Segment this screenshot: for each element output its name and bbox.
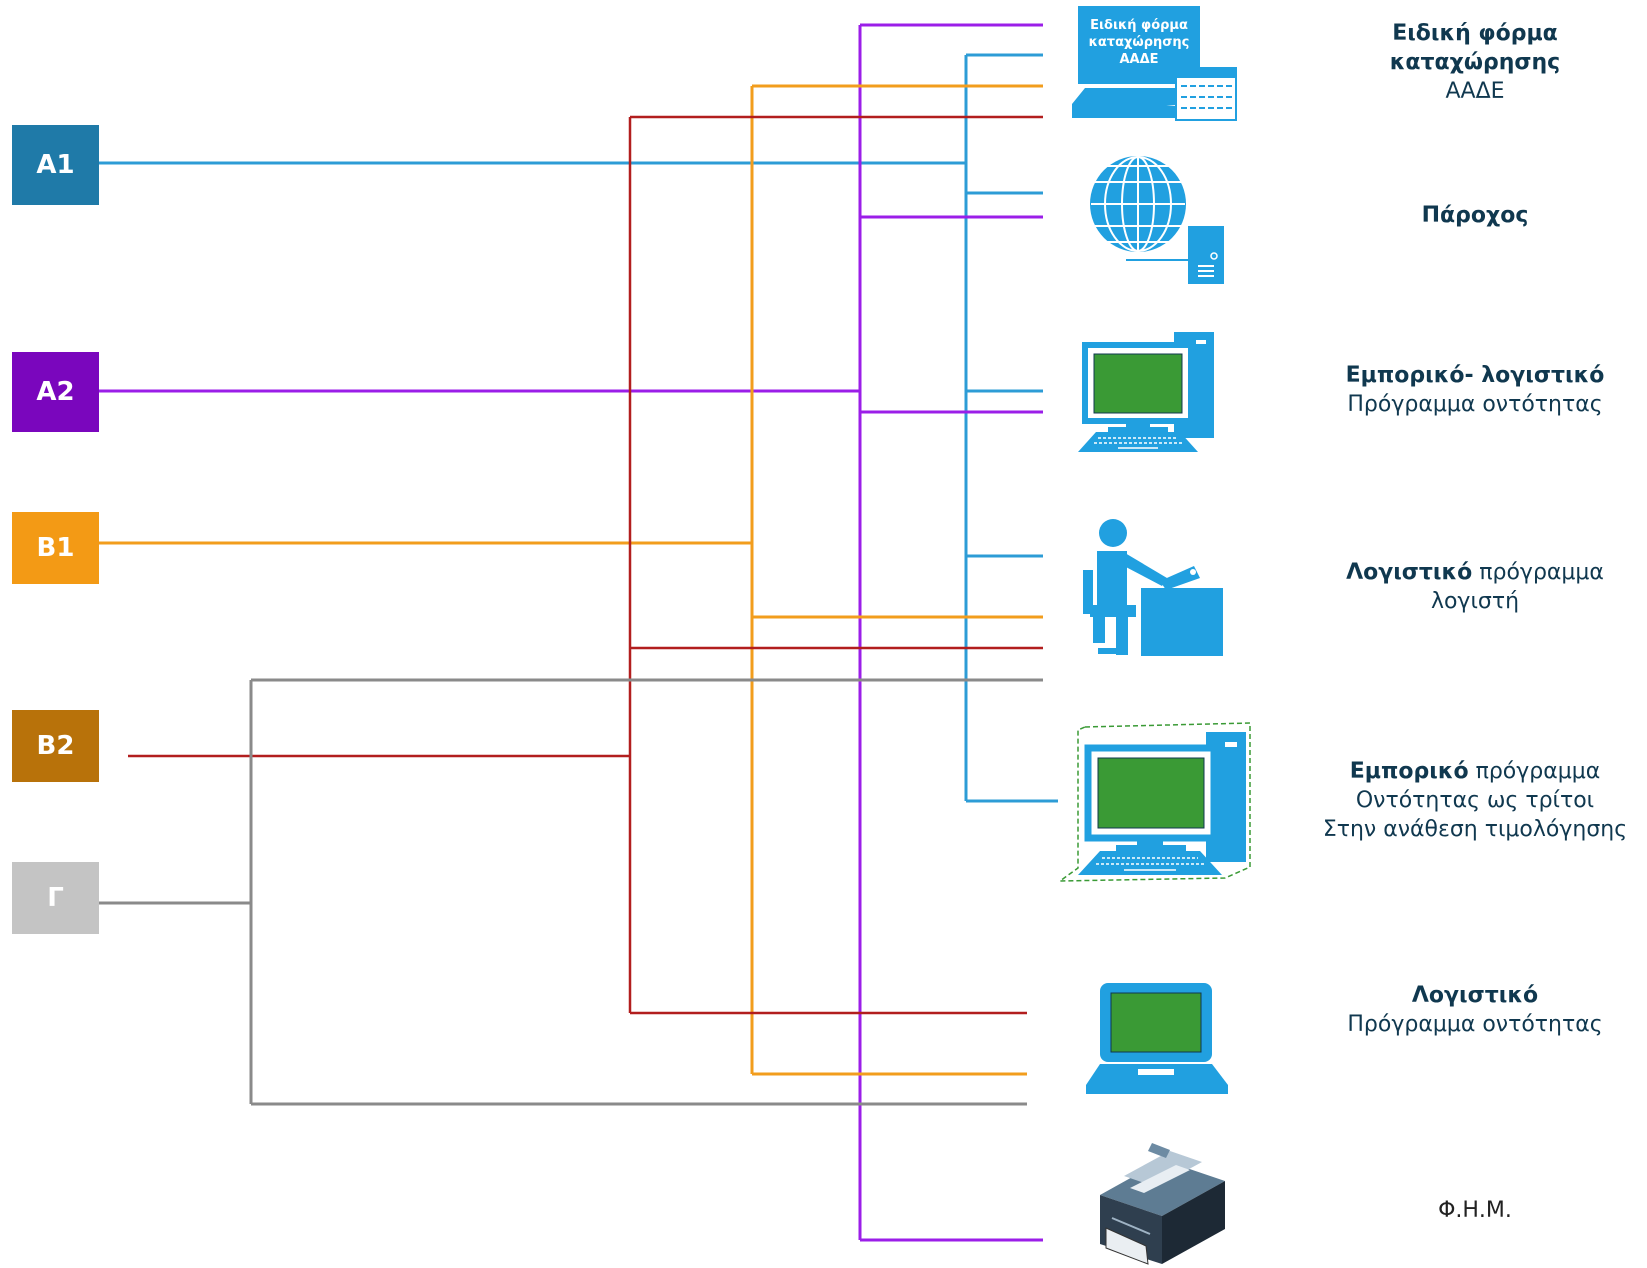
category-b2: B2: [12, 710, 99, 782]
desc-provider: Πάροχος: [1305, 201, 1645, 230]
desc-special-form-bold2: καταχώρησης: [1389, 50, 1561, 75]
desc-accounting-entity-normal: Πρόγραμμα οντότητας: [1347, 1012, 1603, 1037]
category-g: Γ: [12, 862, 99, 934]
form-icon-line2: καταχώρησης: [1089, 35, 1190, 50]
desc-commercial-third-party-normal2: Οντότητας ως τρίτοι: [1355, 788, 1595, 813]
desc-accountant-program-normal1: πρόγραμμα: [1472, 560, 1604, 585]
a1-connector-lines: [99, 53, 1058, 803]
form-icon-line1: Ειδική φόρμα: [1090, 18, 1188, 33]
desc-accountant-program-bold: Λογιστικό: [1346, 560, 1473, 585]
desc-commercial-accounting-bold: Εμπορικό- λογιστικό: [1345, 363, 1605, 388]
laptop-icon: [1086, 983, 1228, 1094]
a2-connector-lines: [99, 23, 1043, 1242]
b2-connector-lines: [128, 115, 1043, 1015]
category-a1-label: A1: [36, 150, 75, 180]
desc-fiscal-device: Φ.Η.Μ.: [1305, 1196, 1645, 1225]
desc-commercial-accounting-normal: Πρόγραμμα οντότητας: [1347, 392, 1603, 417]
desc-provider-bold: Πάροχος: [1421, 203, 1529, 228]
accountant-person-icon: [1083, 516, 1223, 656]
category-a1: A1: [12, 125, 99, 205]
g-connector-lines: [99, 678, 1043, 1106]
category-b1: B1: [12, 512, 99, 584]
desc-special-form-normal: ΑΑΔΕ: [1445, 79, 1505, 104]
category-g-label: Γ: [47, 883, 64, 913]
form-icon: Ειδική φόρμα καταχώρησης ΑΑΔΕ: [1072, 6, 1237, 121]
printer-icon: [1100, 1143, 1225, 1265]
desc-accountant-program: Λογιστικό πρόγραμμα λογιστή: [1305, 558, 1645, 616]
desc-commercial-third-party: Εμπορικό πρόγραμμα Οντότητας ως τρίτοι Σ…: [1305, 757, 1645, 844]
desc-commercial-accounting: Εμπορικό- λογιστικό Πρόγραμμα οντότητας: [1305, 361, 1645, 419]
desc-fiscal-device-label: Φ.Η.Μ.: [1438, 1198, 1512, 1223]
desc-commercial-third-party-normal1: πρόγραμμα: [1468, 759, 1601, 784]
desc-accounting-entity: Λογιστικό Πρόγραμμα οντότητας: [1305, 981, 1645, 1039]
category-a2: A2: [12, 352, 99, 432]
category-b2-label: B2: [36, 731, 75, 761]
globe-server-icon: [1090, 156, 1224, 284]
desc-special-form-bold1: Ειδική φόρμα: [1392, 21, 1558, 46]
b1-connector-lines: [99, 84, 1043, 1076]
desc-accounting-entity-bold: Λογιστικό: [1411, 983, 1539, 1008]
desc-accountant-program-normal2: λογιστή: [1430, 589, 1520, 614]
desc-special-form: Ειδική φόρμα καταχώρησης ΑΑΔΕ: [1305, 19, 1645, 106]
desc-commercial-third-party-bold: Εμπορικό: [1349, 759, 1469, 784]
form-icon-line3: ΑΑΔΕ: [1119, 52, 1158, 67]
desktop-computer-icon: [1078, 332, 1214, 452]
desc-commercial-third-party-normal3: Στην ανάθεση τιμολόγησης: [1322, 817, 1628, 842]
category-a2-label: A2: [36, 377, 75, 407]
category-b1-label: B1: [36, 533, 75, 563]
desktop-computer-dashed-icon: [1057, 722, 1251, 882]
